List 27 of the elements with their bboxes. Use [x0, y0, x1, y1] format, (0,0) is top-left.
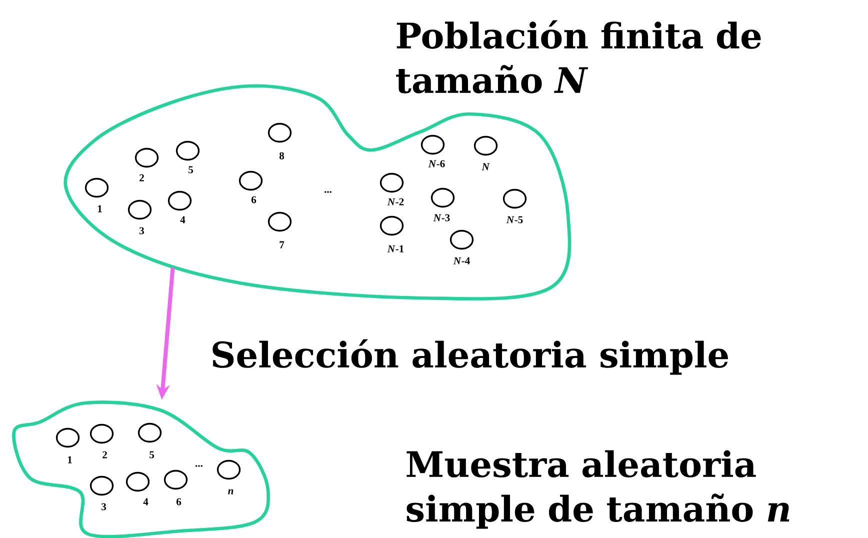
element-number: 6 [176, 498, 182, 506]
element-number: 7 [280, 241, 284, 248]
element-number: N-4 [453, 257, 470, 264]
element-number: 6 [252, 196, 256, 204]
element-number: N-1 [387, 245, 404, 252]
element-number: 1 [68, 456, 72, 464]
element-number: 2 [102, 451, 107, 458]
ellipsis-label: ... [324, 191, 332, 193]
element-number: n [228, 489, 234, 494]
element-number: 4 [180, 216, 186, 224]
element-number: 5 [150, 451, 154, 458]
heading: Población finita de tamaño N [396, 20, 761, 94]
heading: Muestra aleatoria simple de tamaño n [406, 450, 790, 529]
ellipsis-label: ... [196, 465, 202, 467]
element-number: N-2 [387, 198, 404, 206]
element-number: 3 [102, 503, 106, 510]
element-number: N-3 [433, 214, 450, 222]
element-number: 5 [188, 166, 194, 174]
element-number: 4 [143, 498, 148, 506]
element-number: 8 [279, 152, 284, 160]
element-number: 3 [140, 227, 144, 234]
element-number: N-5 [506, 216, 523, 224]
element-number: N [482, 163, 490, 170]
element-number: 1 [98, 205, 102, 212]
element-number: 2 [140, 174, 144, 182]
element-number: N-6 [428, 160, 445, 168]
edge-label: Selección aleatoria simple [209, 338, 731, 376]
